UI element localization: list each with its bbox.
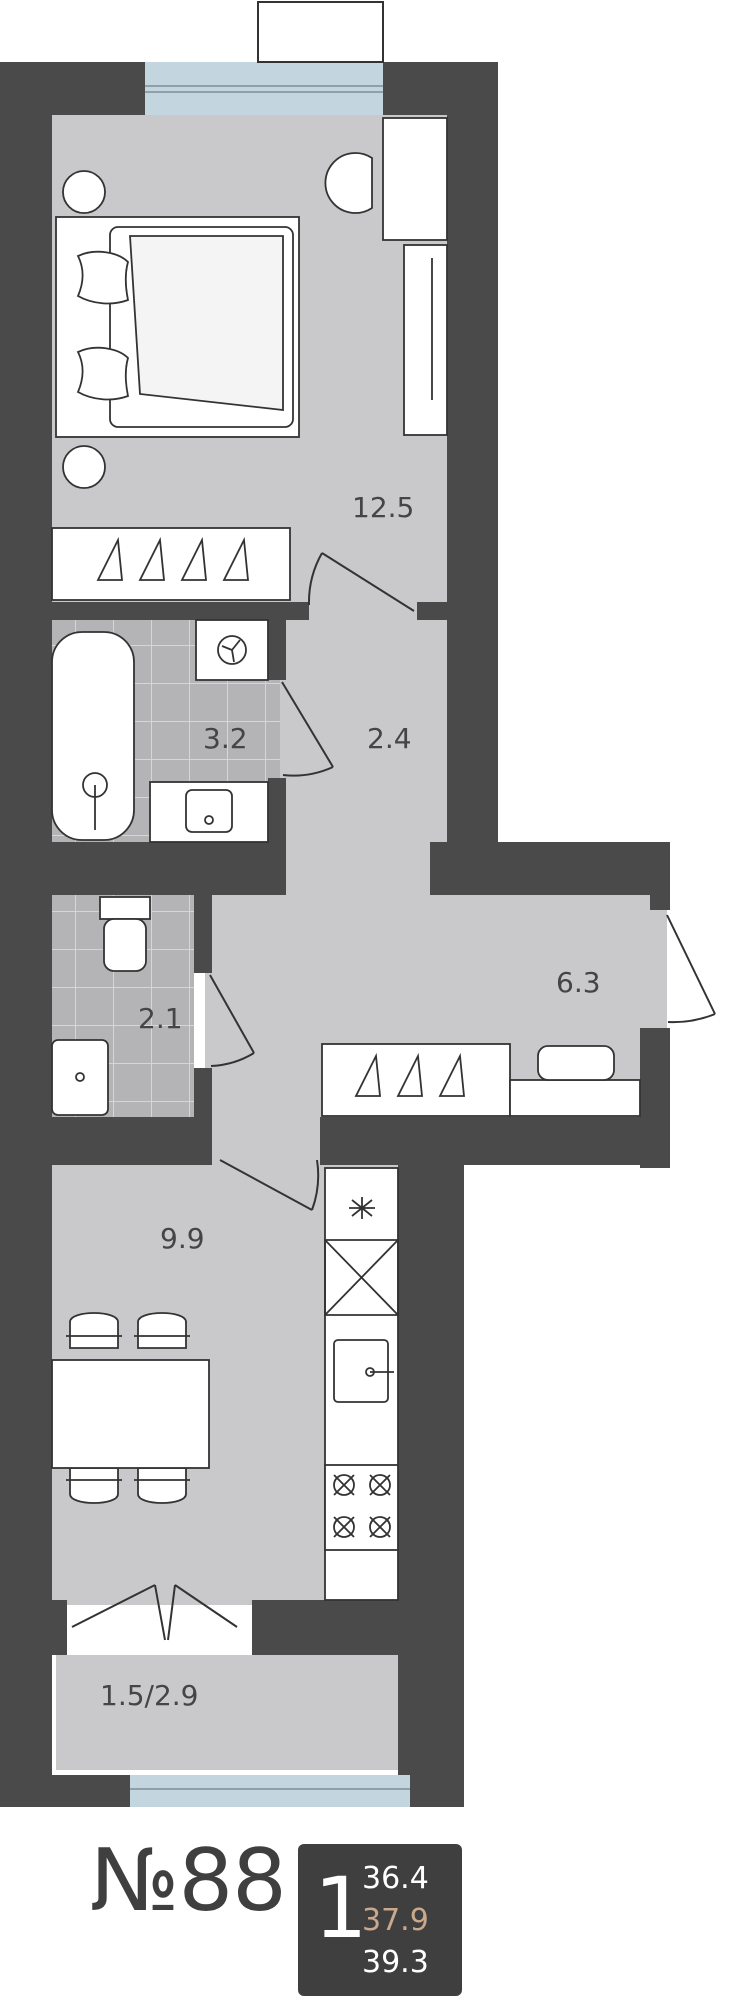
kitchen-door [219, 1159, 320, 1211]
area-value-2: 37.9 [362, 1903, 429, 1938]
kitchen-sink [333, 1339, 389, 1403]
wall-bath-bottom [52, 842, 286, 895]
wall-bedroom-bottom-left [52, 602, 309, 620]
outer-wall-right-lower [398, 1117, 464, 1807]
nightstand-lamp-bottom [62, 445, 106, 489]
room-area-bedroom: 12.5 [352, 491, 414, 524]
toilet-bowl [103, 918, 147, 972]
bed-blanket [129, 235, 284, 412]
wall-kitchen-balcony-left [52, 1600, 67, 1655]
desk [382, 117, 448, 241]
chair-top-right [134, 1312, 190, 1349]
area-value-1: 36.4 [362, 1861, 429, 1896]
bathtub [51, 631, 135, 841]
wall-hall-top [430, 842, 670, 895]
wall-toilet-right-top [194, 895, 212, 973]
balcony-window [130, 1775, 410, 1807]
outer-wall-hall-right-top [650, 842, 670, 910]
outer-wall-left [0, 62, 52, 1807]
bedroom-wardrobe [51, 527, 291, 601]
bench-seat [537, 1045, 615, 1081]
room-area-hall: 6.3 [556, 966, 601, 999]
room-area-kitchen: 9.9 [160, 1222, 205, 1255]
fridge-icon [349, 1197, 375, 1219]
wall-hall-bottom [320, 1117, 670, 1165]
chair-bottom-right [134, 1467, 190, 1504]
room-area-toilet: 2.1 [138, 1002, 183, 1035]
room-labels: 12.5 2.4 3.2 2.1 6.3 9.9 1.5/2.9 [100, 491, 601, 1712]
outer-wall-bottom-left [0, 1775, 130, 1807]
bedroom-window-sill [257, 1, 384, 63]
hangers-hall [354, 1052, 465, 1097]
wall-toilet-right-bottom [194, 1068, 212, 1118]
balcony-door [71, 1584, 238, 1641]
balcony-floor [56, 1655, 411, 1770]
apartment-number: №88 [90, 1831, 287, 1931]
desk-chair [324, 152, 373, 214]
shoe-bench [509, 1079, 641, 1117]
nightstand-lamp-top [62, 170, 106, 214]
wall-bath-right-bottom [268, 778, 286, 842]
toilet-cistern [99, 896, 151, 920]
rooms-count: 1 [314, 1859, 368, 1957]
doors [71, 552, 716, 1641]
outer-wall-right-upper [447, 62, 498, 842]
hangers-bedroom [96, 536, 249, 581]
outer-wall-top-left [0, 62, 145, 115]
pillow-top [76, 250, 130, 305]
wall-toilet-bottom [52, 1117, 212, 1165]
room-area-bathroom: 3.2 [203, 722, 248, 755]
pillow-bottom [76, 346, 130, 401]
area-value-3: 39.3 [362, 1945, 429, 1980]
windows [130, 1, 410, 1807]
bedroom-window [145, 62, 383, 115]
chair-bottom-left [66, 1467, 122, 1504]
floor-plan: 12.5 2.4 3.2 2.1 6.3 9.9 1.5/2.9 [0, 1, 716, 1807]
hall-wardrobe [321, 1043, 511, 1117]
wall-kitchen-balcony-right [252, 1600, 464, 1655]
corridor-floor [280, 605, 447, 905]
wall-bedroom-bottom-right [417, 602, 447, 620]
room-area-balcony: 1.5/2.9 [100, 1679, 199, 1712]
bedroom-door [307, 552, 415, 612]
outer-wall-bottom-right [410, 1775, 464, 1807]
walls [0, 62, 670, 1807]
dining-table [51, 1359, 210, 1469]
toilet-door [209, 974, 255, 1067]
apartment-badge: 1 36.4 37.9 39.3 [298, 1844, 462, 1996]
room-area-corridor: 2.4 [367, 722, 412, 755]
bathroom-door [281, 681, 334, 777]
chair-top-left [66, 1312, 122, 1349]
entrance-door [666, 914, 716, 1024]
kitchen-cabinet [324, 1239, 399, 1316]
wall-bath-right-top [268, 620, 286, 680]
furniture [51, 117, 641, 1601]
tv-stand [403, 244, 448, 436]
